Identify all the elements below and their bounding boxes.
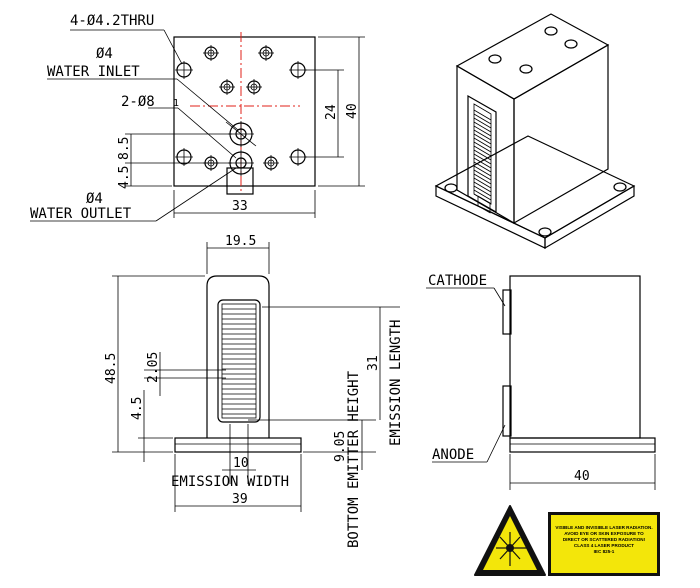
isometric-view (434, 13, 636, 250)
screw-hole (219, 79, 235, 95)
front-body-outline (206, 275, 270, 438)
water-outlet-label: WATER OUTLET (30, 206, 132, 222)
body-top-face (455, 13, 610, 100)
dim-base-width-39: 39 (232, 492, 248, 507)
inlet-diameter: Ø4 (96, 46, 113, 62)
holes-note: 4-Ø4.2THRU (70, 13, 154, 29)
dim-9-05: 9.05 (333, 431, 348, 462)
screw-hole (258, 45, 274, 61)
top-view: 4-Ø4.2THRU Ø4 WATER INLET 2-Ø8 1 Ø4 WATE… (30, 13, 365, 222)
dim-width-33: 33 (232, 199, 248, 214)
warning-line: AVOID EYE OR SKIN EXPOSURE TO (564, 531, 644, 536)
outlet-diameter: Ø4 (86, 191, 103, 207)
dim-pitch-2-05: 2.05 (146, 352, 161, 383)
emission-width-label: EMISSION WIDTH (171, 474, 289, 490)
front-view: 19.5 48.5 2.05 4.5 10 EMISSION WIDTH 39 … (104, 234, 404, 548)
dim-top-width: 19.5 (225, 234, 256, 249)
cathode-label: CATHODE (428, 273, 487, 289)
cathode-terminal (502, 289, 512, 335)
laser-warning-label: VISIBLE AND INVISIBLE LASER RADIATION. A… (548, 512, 660, 576)
depth-value: 1 (173, 98, 179, 109)
dim-side-width-40: 40 (574, 469, 590, 484)
anode-terminal (502, 385, 512, 437)
screw-hole (263, 155, 279, 171)
laser-hazard-icon (474, 505, 546, 576)
dim-emission-width-10: 10 (233, 456, 249, 471)
warning-line: DIRECT OR SCATTERED RADIATION! (562, 537, 646, 542)
dim-height-40: 40 (345, 103, 360, 119)
iso-emitter-window (467, 94, 497, 214)
screw-hole (203, 45, 219, 61)
top-view-outline (173, 36, 316, 187)
side-view: CATHODE ANODE 40 (426, 273, 656, 490)
side-base-plate (509, 437, 656, 453)
screw-hole (246, 79, 262, 95)
dim-4-5: 4.5 (117, 166, 132, 189)
counterbore-note: 2-Ø8 (121, 94, 155, 110)
mount-hole (289, 61, 307, 79)
warning-line: VISIBLE AND INVISIBLE LASER RADIATION. (555, 525, 653, 530)
mount-hole (289, 148, 307, 166)
front-base-plate (174, 437, 302, 453)
dim-base-4-5: 4.5 (130, 397, 145, 420)
dim-height-48-5: 48.5 (104, 353, 119, 384)
outlet-nozzle (226, 167, 254, 195)
warning-line: CLASS 4 LASER PRODUCT (573, 543, 635, 548)
dim-8-5: 8.5 (117, 137, 132, 160)
warning-line: IEC 825-1 (593, 549, 615, 554)
dim-emission-length-31: 31 (366, 355, 381, 371)
side-body-outline (509, 275, 641, 439)
emission-length-label: EMISSION LENGTH (388, 320, 404, 446)
front-emitter-window (217, 299, 261, 423)
mount-hole (175, 61, 193, 79)
bottom-emitter-height-label: BOTTOM EMITTER HEIGHT (346, 370, 362, 548)
anode-label: ANODE (432, 447, 474, 463)
dim-inner-24: 24 (324, 104, 339, 120)
water-inlet-label: WATER INLET (47, 64, 140, 80)
